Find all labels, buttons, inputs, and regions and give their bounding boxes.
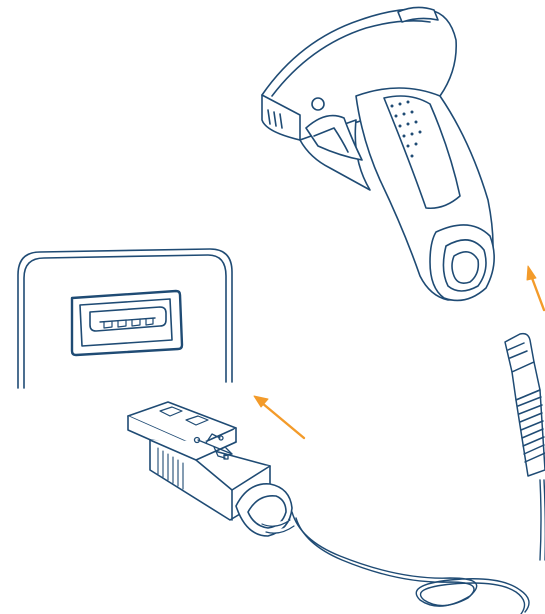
arrow-up-left-icon bbox=[253, 395, 306, 440]
scanner-connector bbox=[504, 332, 545, 477]
arrow-up-icon bbox=[526, 265, 545, 312]
usb-icon bbox=[193, 433, 233, 460]
barcode-scanner bbox=[261, 6, 495, 302]
usb-port bbox=[70, 289, 184, 357]
usb-plug bbox=[127, 401, 295, 537]
usb-cable bbox=[291, 479, 545, 614]
host-device-panel bbox=[17, 248, 233, 389]
